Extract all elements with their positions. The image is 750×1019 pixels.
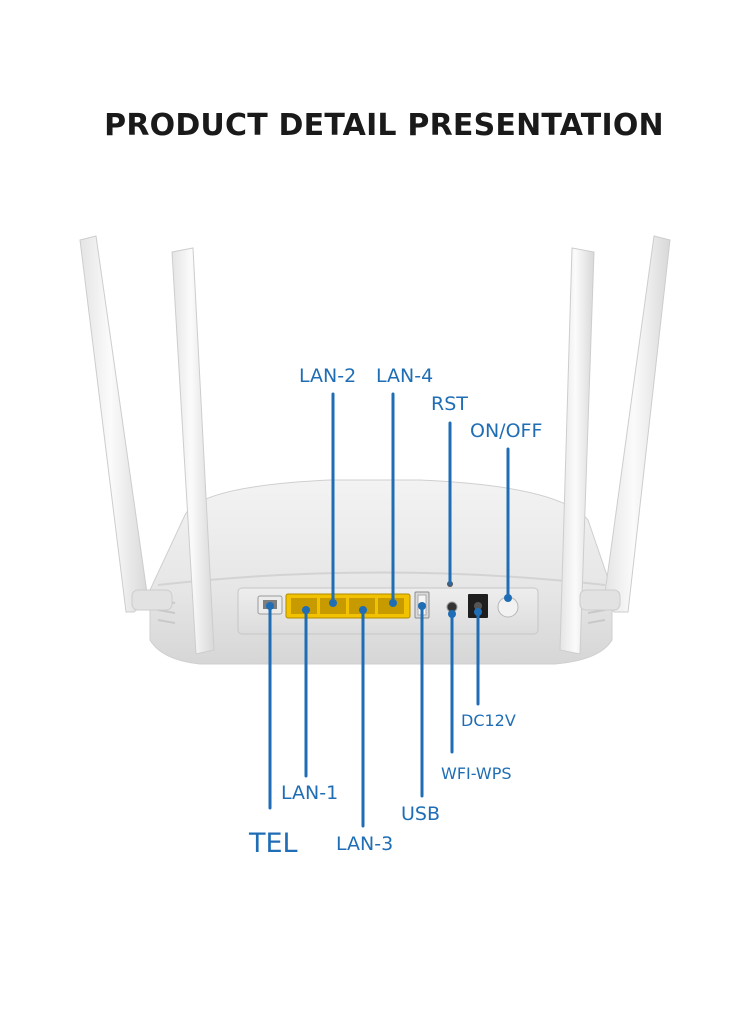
leader-dot-dc12v <box>474 608 482 616</box>
leader-dot-onoff <box>504 594 512 602</box>
label-onoff: ON/OFF <box>470 420 543 442</box>
antenna-left-inner <box>171 247 215 655</box>
label-rst: RST <box>431 393 468 415</box>
label-tel: TEL <box>249 828 298 859</box>
antenna-left-outer <box>79 235 173 613</box>
label-lan1: LAN-1 <box>281 782 339 804</box>
page-title: PRODUCT DETAIL PRESENTATION <box>104 108 664 143</box>
leader-dot-lan3 <box>359 606 367 614</box>
dc-jack <box>468 594 488 618</box>
leader-dot-lan1 <box>302 606 310 614</box>
label-wfi-wps: WFI-WPS <box>441 764 512 783</box>
antenna-right-outer <box>579 235 671 613</box>
router-body <box>149 479 613 665</box>
label-lan2: LAN-2 <box>299 365 357 387</box>
leader-dot-wps <box>448 610 456 618</box>
label-lan4: LAN-4 <box>376 365 434 387</box>
label-usb: USB <box>401 803 441 825</box>
leader-dot-lan4 <box>389 599 397 607</box>
leader-dot-usb <box>418 602 426 610</box>
leader-dot-tel <box>266 602 274 610</box>
leader-dot-lan2 <box>329 599 337 607</box>
label-dc12v: DC12V <box>461 711 516 730</box>
lan-ports <box>285 593 411 619</box>
label-lan3: LAN-3 <box>336 833 394 855</box>
antenna-right-inner <box>559 247 595 655</box>
